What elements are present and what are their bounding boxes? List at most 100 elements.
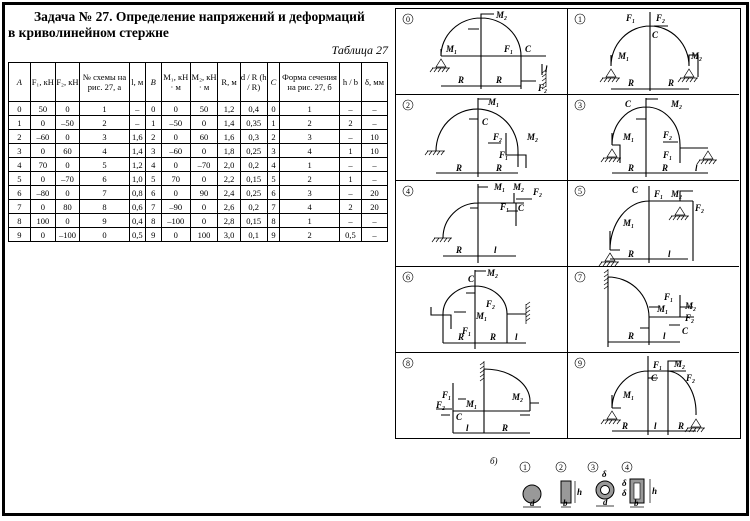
scheme-number-circle <box>402 357 414 369</box>
scheme-number: 3 <box>578 101 582 110</box>
scheme-label: R <box>495 75 502 85</box>
table-cell: 20 <box>361 199 388 214</box>
scheme-label: M₁ <box>487 97 499 107</box>
table-cell: 50 <box>29 101 56 116</box>
table-cell: – <box>361 171 388 186</box>
section-1-circle: 1 d <box>519 461 542 508</box>
table-cell: 0 <box>79 227 130 242</box>
table-cell: 60 <box>54 143 81 158</box>
table-cell: 1,4 <box>217 115 241 130</box>
scheme-label: l <box>494 245 497 255</box>
scheme-label: R <box>489 332 496 342</box>
scheme-label: R <box>457 332 464 342</box>
scheme-label: F₂ <box>532 187 542 197</box>
scheme-number: 1 <box>578 15 582 24</box>
scheme-number: 5 <box>578 187 582 196</box>
dim-label: δ <box>602 469 607 479</box>
scheme-label: M₂ <box>690 51 702 61</box>
scheme-label: F₂ <box>655 13 665 23</box>
scheme-label: F₂ <box>694 203 704 213</box>
scheme-label: M₁ <box>656 304 668 314</box>
table-cell: 2 <box>144 129 162 144</box>
table-cell: 1,2 <box>128 157 146 172</box>
pin-support-icon <box>668 206 689 221</box>
table-cell: 0 <box>266 101 281 116</box>
sections-label: б) <box>490 456 498 466</box>
table-cell: 6 <box>79 171 130 186</box>
table-cell: – <box>361 101 388 116</box>
scheme-label: F₁ <box>498 150 508 160</box>
table-cell: 20 <box>361 185 388 200</box>
table-cell: 0 <box>54 185 81 200</box>
table-cell: 7 <box>266 199 281 214</box>
scheme-label: R <box>501 423 508 433</box>
fixed-support-icon <box>541 69 547 90</box>
table-cell: 6 <box>266 185 281 200</box>
scheme-number-circle <box>574 99 586 111</box>
scheme-label: R <box>627 163 634 173</box>
table-cell: – <box>338 185 363 200</box>
scheme-label: F₂ <box>662 130 672 140</box>
table-cell: 3 <box>279 185 340 200</box>
scheme-label: M₁ <box>622 218 634 228</box>
table-cell: 5 <box>266 171 281 186</box>
table-cell: 7 <box>8 199 31 214</box>
bar-geometry <box>611 98 708 177</box>
scheme-label: R <box>457 75 464 85</box>
bar-geometry <box>611 356 697 435</box>
dim-label: d <box>603 497 608 507</box>
column-header: δ, мм <box>361 62 388 102</box>
scheme-number-circle <box>574 13 586 25</box>
table-cell: 9 <box>266 227 281 242</box>
table-cell: – <box>361 115 388 130</box>
table-cell: 4 <box>266 157 281 172</box>
scheme-number: 4 <box>406 187 410 196</box>
table-cell: 6 <box>144 185 162 200</box>
table-cell: 1 <box>144 115 162 130</box>
fixed-support-icon <box>479 361 485 382</box>
scheme-label: M₂ <box>670 189 682 199</box>
dim-label: b <box>634 498 639 508</box>
scheme-number: 6 <box>406 273 410 282</box>
table-cell: 0,15 <box>239 213 268 228</box>
scheme-label: F₁ <box>652 360 662 370</box>
table-cell: 70 <box>160 171 191 186</box>
column-header: B <box>144 62 162 102</box>
scheme-label: R <box>627 331 634 341</box>
table-cell: 2 <box>79 115 130 130</box>
section-number: 3 <box>591 463 595 472</box>
section-number: 1 <box>523 463 527 472</box>
scheme-number-circle <box>402 185 414 197</box>
table-cell: 2,2 <box>217 171 241 186</box>
table-cell: 2 <box>279 115 340 130</box>
table-cell: 0 <box>54 213 81 228</box>
table-cell: –70 <box>189 157 219 172</box>
fixed-support-icon <box>603 269 609 290</box>
bar-geometry <box>430 270 526 349</box>
table-cell: 0,5 <box>338 227 363 242</box>
table-cell: 1 <box>279 157 340 172</box>
problem-title: Задача № 27. Определение напряжений и де… <box>34 9 365 24</box>
table-cell: – <box>128 115 146 130</box>
table-cell: 0 <box>160 185 191 200</box>
table-caption: Таблица 27 <box>331 43 388 57</box>
table-cell: –100 <box>54 227 81 242</box>
scheme-number: 8 <box>406 359 410 368</box>
table-cell: 2 <box>279 171 340 186</box>
table-cell: 8 <box>144 213 162 228</box>
column-header: F₂, кН <box>54 62 81 102</box>
scheme-number-circle <box>574 185 586 197</box>
table-cell: 80 <box>54 199 81 214</box>
table-cell: 1 <box>279 101 340 116</box>
table-cell: 0 <box>189 143 219 158</box>
table-cell: 8 <box>266 213 281 228</box>
scheme-label: F₂ <box>485 299 495 309</box>
table-cell: 70 <box>29 157 56 172</box>
table-cell: 0,4 <box>239 101 268 116</box>
pin-support-icon <box>429 58 450 73</box>
table-cell: 50 <box>189 101 219 116</box>
scheme-number-circle <box>574 271 586 283</box>
table-cell: 4 <box>8 157 31 172</box>
